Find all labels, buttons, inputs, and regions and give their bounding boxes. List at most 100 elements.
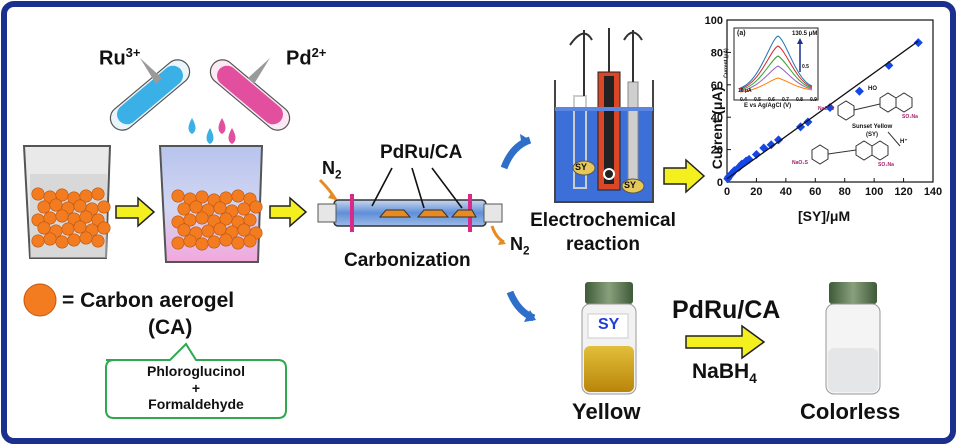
aerogel-particle [73,199,87,213]
inset-scale-label: 10 μA [738,88,752,94]
aerogel-particle [219,212,233,226]
aerogel-particle [231,236,245,250]
step-arrow-1 [115,196,156,228]
x-tick-label: 100 [865,186,883,198]
x-tick-label: 140 [924,186,942,198]
aerogel-particle [91,187,105,201]
legend-text: = Carbon aerogel [62,289,235,312]
aerogel-particle [183,234,197,248]
pd-test-tube [209,59,291,131]
up-branch-arrow [520,134,530,148]
aerogel-particle [31,234,45,248]
y-tick-label: 80 [711,47,723,59]
aerogel-particle [97,200,111,214]
aerogel-particle [237,223,251,237]
aerogel-particle [177,223,191,237]
aerogel-particle [67,233,81,247]
aerogel-particle [79,231,93,245]
ru-test-tube [109,59,191,131]
aerogel-particle [201,224,215,238]
sy-label-left: SY [575,162,588,172]
aerogel-particles-2 [171,189,263,251]
sunset-yellow-molecules [811,92,913,165]
drops [188,118,236,144]
inset-ylabel: Current (μA) [723,48,730,78]
down-branch-arrow [524,310,536,322]
fit-line [726,40,919,180]
aerogel-particle [43,232,57,246]
aerogel-particle [207,235,221,249]
aerogel-particle [55,188,69,202]
y-tick-label: 60 [711,80,723,92]
degradation-reductant: NaBH4 [692,360,757,387]
catalyst-label: PdRu/CA [380,142,463,163]
molecule-a2: SO₃Na [902,114,918,120]
aerogel-particle [55,235,69,249]
carbonization-tube [317,167,506,245]
x-tick-label: 80 [839,186,851,198]
pd-pointer-arrow [248,58,270,84]
yellow-vial [581,282,637,395]
aerogel-particle [171,236,185,250]
aerogel-particle [171,189,185,203]
ru-ion-label: Ru3+ [99,45,141,70]
precursor-callout [105,342,287,419]
aerogel-particle [249,200,263,214]
x-tick-label: 120 [894,186,912,198]
aerogel-particle [37,200,51,214]
aerogel-symbol [23,283,57,317]
inset-x-tick-label: 0.6 [768,97,775,103]
inset-x-tick-label: 0.5 [754,97,761,103]
sy-badge-right [621,178,645,194]
aerogel-particle [231,189,245,203]
after-label: Colorless [800,399,901,424]
aerogel-particle [91,234,105,248]
data-point [766,140,776,150]
inset-top-label: 130.5 μM [792,31,818,37]
aerogel-particle [31,187,45,201]
y-tick-label: 20 [711,145,723,157]
inset-peak-label: 0.5 [802,64,809,70]
colorless-vial [825,282,881,395]
data-point [854,86,864,96]
aerogel-particle [37,221,51,235]
precursor-line1: Phloroglucinol [147,363,245,379]
aerogel-particle [189,200,203,214]
degradation-catalyst: PdRu/CA [672,296,781,324]
molecule-abbr: (SY) [866,132,878,138]
chart-xlabel: [SY]/μM [798,208,851,224]
molecule-name: Sunset Yellow [852,124,893,130]
step-arrow-2 [269,196,308,228]
aerogel-particle [243,213,257,227]
y-tick-label: 40 [711,112,723,124]
aerogel-particle [177,202,191,216]
inset-x-tick-label: 0.8 [796,97,803,103]
aerogel-particle [61,222,75,236]
pd-ion-label: Pd2+ [286,45,327,70]
step-arrow-4 [685,324,766,360]
data-point [913,38,923,48]
aerogel-particle [79,210,93,224]
ru-pointer-arrow [140,58,162,84]
aerogel-particle [243,234,257,248]
electrochem-title-2: reaction [566,234,640,255]
aerogel-particle [97,221,111,235]
x-tick-label: 40 [780,186,792,198]
aerogel-particles-1 [31,187,111,249]
molecule-b1: NaO₃S [792,160,808,166]
molecule-a1: NaO₃S [818,106,834,112]
step-arrow-3 [663,158,706,194]
carbonization-title: Carbonization [344,250,471,271]
molecule-b2: SO₃Na [878,162,894,168]
x-tick-label: 60 [809,186,821,198]
n2-outlet-label: N2 [510,234,530,258]
aerogel-particle [55,209,69,223]
data-point [825,102,835,112]
chart-frame [726,19,934,183]
precursor-plus: + [191,380,201,396]
aerogel-particle [195,190,209,204]
molecule-ho: HO [868,86,877,92]
dpv-inset [733,27,819,101]
